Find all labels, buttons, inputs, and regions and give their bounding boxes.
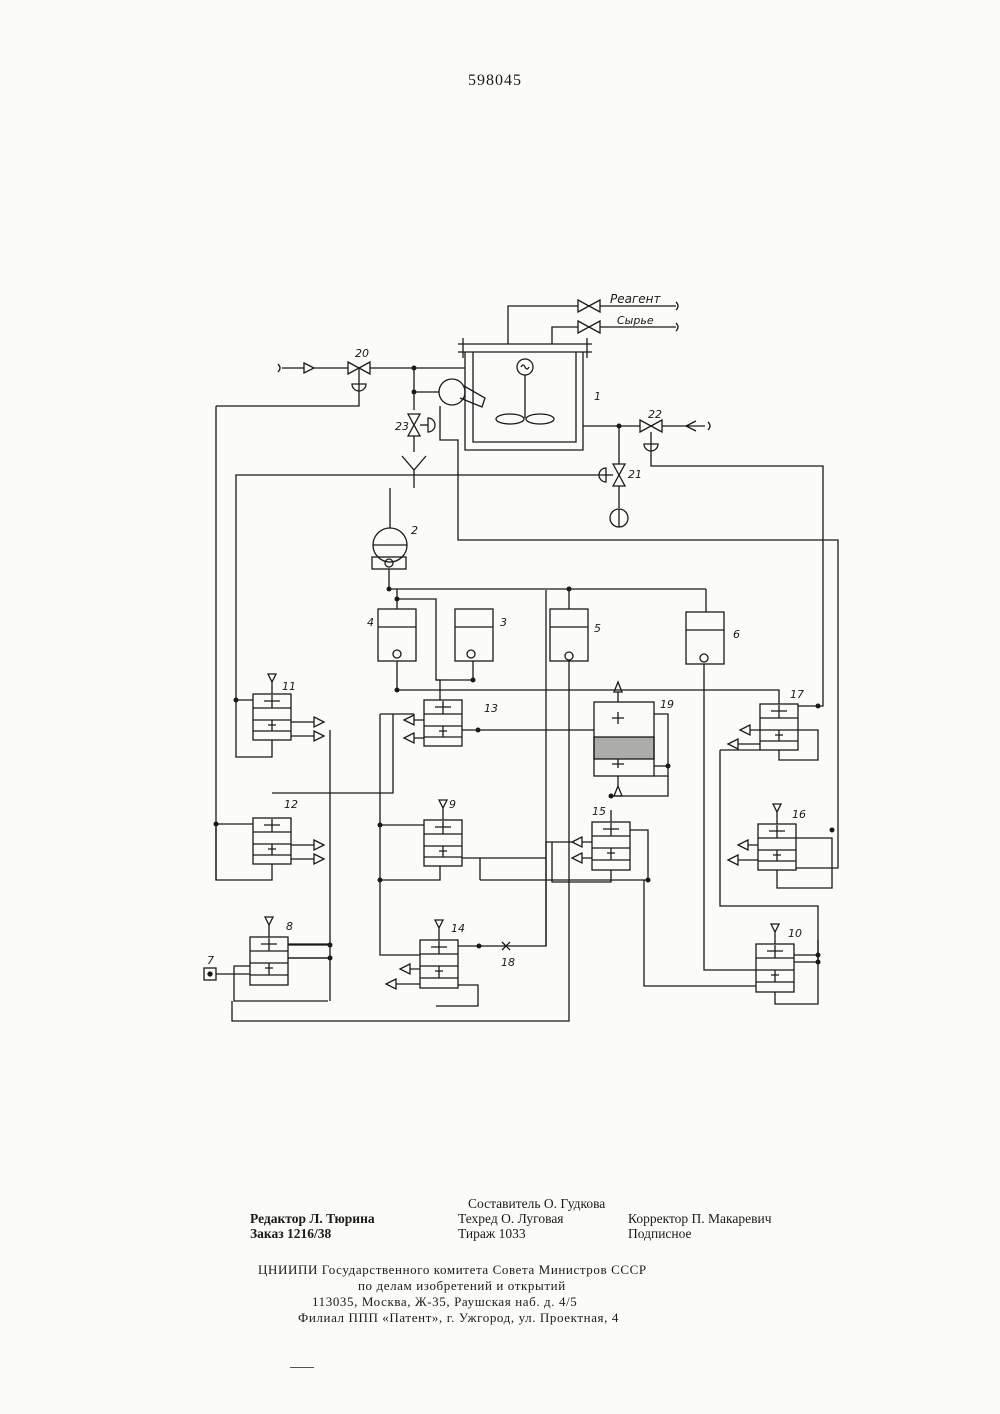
org-line-4: Филиал ППП «Патент», г. Ужгород, ул. Про… xyxy=(298,1310,619,1326)
label-17: 17 xyxy=(790,688,804,701)
label-12: 12 xyxy=(284,798,298,811)
converter-4 xyxy=(378,609,416,661)
relay-16 xyxy=(728,804,796,870)
label-7: 7 xyxy=(207,954,214,967)
label-1: 1 xyxy=(594,390,601,403)
valve-21 xyxy=(599,426,628,527)
relay-15 xyxy=(572,822,630,870)
order: Заказ 1216/38 xyxy=(250,1226,331,1242)
relay-14 xyxy=(386,590,546,989)
label-15: 15 xyxy=(592,805,606,818)
compiler: Составитель О. Гудкова xyxy=(468,1196,605,1212)
label-10: 10 xyxy=(788,927,802,940)
sensor-7 xyxy=(204,968,250,980)
label-19: 19 xyxy=(660,698,674,711)
label-21: 21 xyxy=(628,468,642,481)
label-16: 16 xyxy=(792,808,806,821)
sensor-2 xyxy=(372,488,706,589)
label-11: 11 xyxy=(282,680,296,693)
label-6: 6 xyxy=(733,628,740,641)
label-13: 13 xyxy=(484,702,498,715)
label-18: 18 xyxy=(501,956,515,969)
wiring xyxy=(216,384,838,1021)
valve-20 xyxy=(278,362,465,391)
feed-label: Сырье xyxy=(617,314,654,327)
label-22: 22 xyxy=(648,408,662,421)
subscription: Подписное xyxy=(628,1226,692,1242)
circulation-pump xyxy=(414,368,485,410)
circulation: Тираж 1033 xyxy=(458,1226,526,1242)
label-4: 4 xyxy=(367,616,374,629)
valve-22 xyxy=(583,420,710,451)
relay-17 xyxy=(728,704,798,750)
relay-8 xyxy=(234,917,330,1001)
techred: Техред О. Луговая xyxy=(458,1211,564,1227)
label-5: 5 xyxy=(594,622,601,635)
feed-inlet xyxy=(552,321,678,344)
relay-11 xyxy=(236,674,324,757)
org-line-3: 113035, Москва, Ж-35, Раушская наб. д. 4… xyxy=(312,1294,577,1310)
reagent-label: Реагент xyxy=(610,292,662,306)
converter-6 xyxy=(686,612,724,664)
converter-5 xyxy=(550,609,588,661)
footer-dash xyxy=(290,1367,314,1368)
label-8: 8 xyxy=(286,920,293,933)
label-23: 23 xyxy=(395,420,409,433)
label-9: 9 xyxy=(449,798,456,811)
junction-dots xyxy=(214,366,835,965)
relay-12 xyxy=(216,818,324,880)
label-20: 20 xyxy=(355,347,369,360)
label-2: 2 xyxy=(411,524,418,537)
relay-9 xyxy=(424,800,462,866)
label-3: 3 xyxy=(500,616,507,629)
editor: Редактор Л. Тюрина xyxy=(250,1211,375,1227)
org-line-1: ЦНИИПИ Государственного комитета Совета … xyxy=(258,1262,647,1278)
org-line-2: по делам изобретений и открытий xyxy=(358,1278,566,1294)
converter-3 xyxy=(455,609,493,661)
relay-13 xyxy=(404,700,462,746)
computing-unit-19 xyxy=(594,682,668,796)
corrector: Корректор П. Макаревич xyxy=(628,1211,772,1227)
label-14: 14 xyxy=(451,922,465,935)
